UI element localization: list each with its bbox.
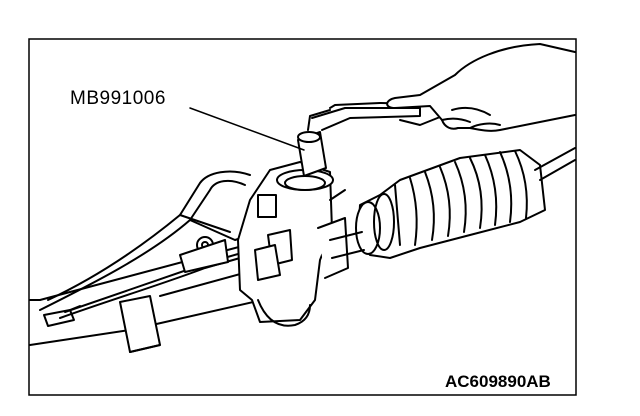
tie-rod	[329, 147, 576, 259]
hand	[386, 43, 576, 132]
rack-boot	[355, 149, 546, 259]
pipe-bracket	[179, 236, 229, 273]
fluid-pipes	[39, 170, 251, 319]
special-tool	[297, 97, 446, 177]
gear-housing	[237, 161, 349, 327]
callout-leader-line	[189, 107, 305, 151]
figure-frame	[28, 38, 577, 396]
tool-callout-label: MB991006	[70, 88, 166, 109]
figure-code: AC609890AB	[445, 372, 551, 391]
